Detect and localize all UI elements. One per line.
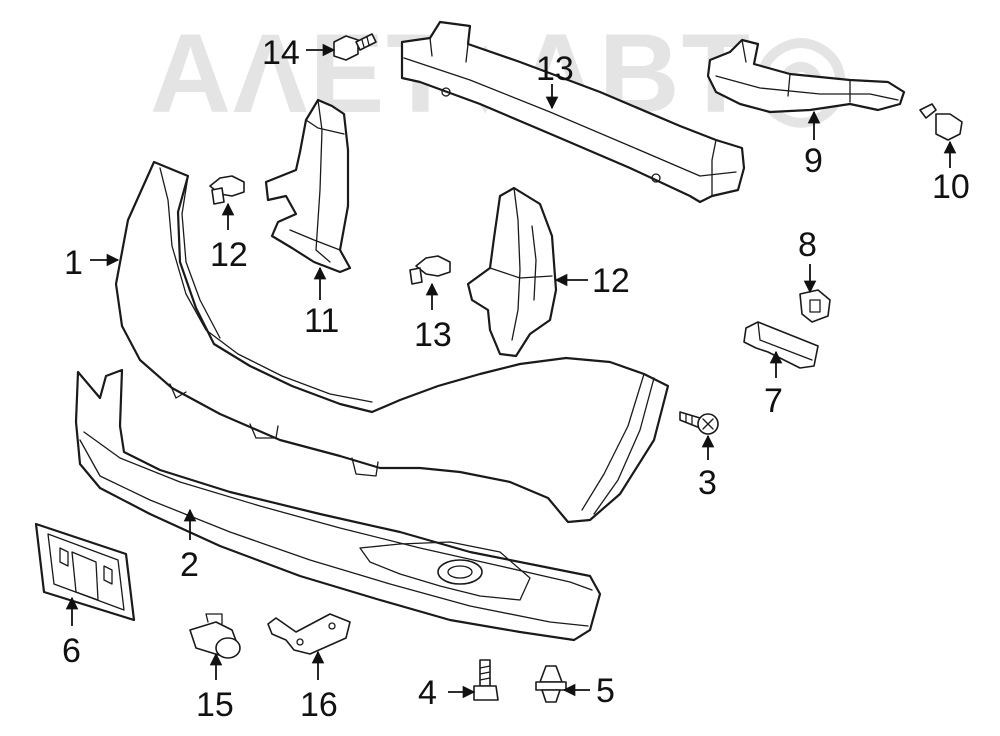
callout-12: 12 [592,262,630,300]
callout-13-right: 13 [414,316,452,354]
part-12-right-guide [466,186,558,358]
callout-9: 9 [804,142,823,180]
callout-15: 14 [262,34,300,72]
part-11-left-guide [264,98,352,274]
callout-6: 6 [62,632,81,670]
part-14-reinforcement-beam [400,20,746,204]
part-16-sensor [189,613,241,659]
callout-11: 11 [304,302,339,340]
part-1-upper-bumper-cover [114,160,670,524]
part-8-nut [799,289,831,323]
part-13-clip-right [409,255,451,285]
part-9-side-support [706,38,906,114]
callout-3: 3 [698,464,717,502]
part-13-clip-left [209,175,245,205]
callout-5: 5 [596,672,615,710]
part-2-lower-bumper-cover [74,368,602,642]
callout-13-left: 12 [210,236,248,274]
callout-17: 16 [300,686,338,724]
callout-2: 2 [180,546,199,584]
callout-8: 8 [798,226,817,264]
callout-7: 7 [764,382,783,420]
callout-labels: 14 13 9 10 12 13 11 12 1 8 7 3 2 6 15 16… [62,34,970,724]
part-7-side-bracket [743,321,819,369]
part-5-clip [535,665,567,703]
part-17-bracket [267,613,351,655]
part-4-bolt [473,659,499,701]
part-3-screw [679,411,719,435]
part-10-bolt [919,103,963,141]
callout-14: 13 [536,50,574,88]
callout-10: 10 [932,168,970,206]
callout-16: 15 [196,686,234,724]
callout-4: 4 [418,674,437,712]
callout-1: 1 [64,244,83,282]
part-6-license-plate-bracket [34,522,136,622]
leader-lines [65,43,957,699]
